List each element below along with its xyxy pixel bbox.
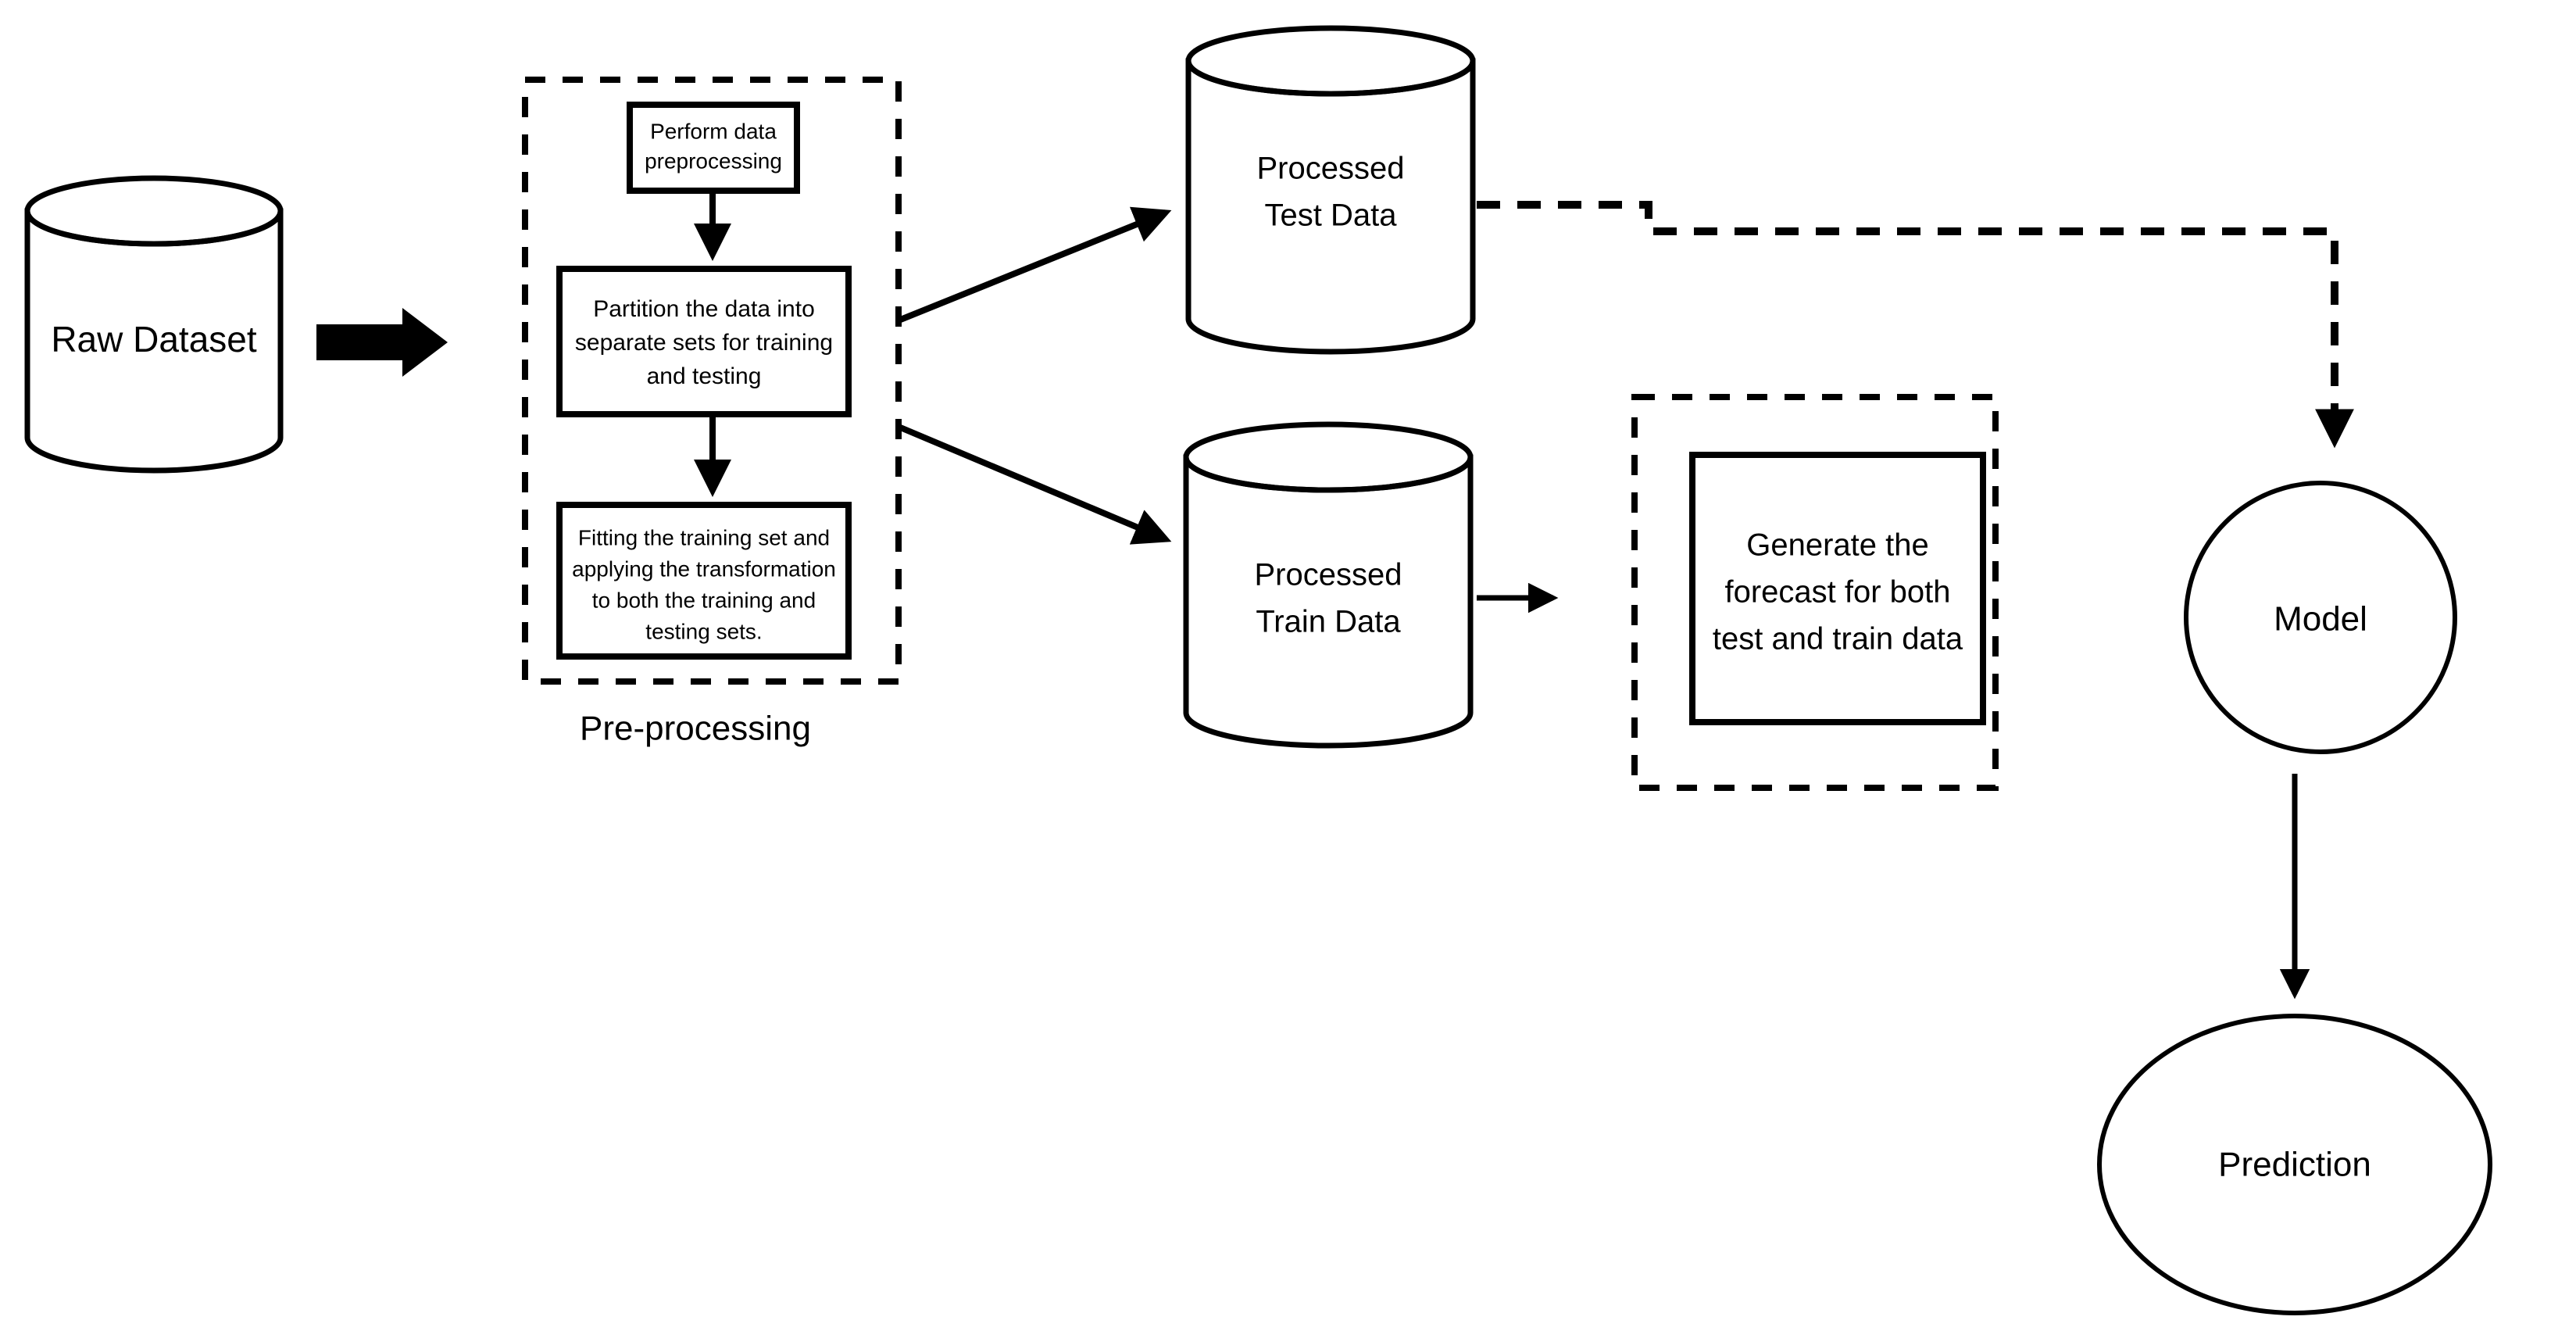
node-model[interactable]: Model [2184,481,2457,754]
preprocessing-group-label: Pre-processing [580,710,811,748]
node-generate-forecast[interactable]: Generate the forecast for both test and … [1689,452,1986,725]
partition-data-line1: Partition the data into [593,296,815,322]
node-fit-transform[interactable]: Fitting the training set and applying th… [556,502,852,660]
train-data-body [1183,454,1474,749]
partition-data-box [556,266,852,417]
prediction-label: Prediction [2218,1146,2371,1184]
test-data-body [1185,58,1476,355]
train-data-inner-arc [1183,454,1474,493]
node-partition-data[interactable]: Partition the data into separate sets fo… [556,266,852,417]
model-label: Model [2274,600,2367,639]
block-arrow-icon [316,308,448,377]
generate-forecast-box [1689,452,1986,725]
raw-dataset-inner-arc [24,208,284,247]
raw-dataset-body [24,208,284,474]
perform-preprocessing-box [627,102,800,194]
fit-transform-line4: testing sets. [645,619,762,643]
node-processed-test-data[interactable]: Processed Test Data [1185,25,1476,355]
fit-transform-line3: to both the training and [592,588,816,612]
perform-preprocessing-line1: Perform data [650,119,777,143]
partition-data-line2: separate sets for training [575,330,833,356]
test-data-line1: Processed [1257,152,1405,186]
model-circle [2184,481,2457,754]
train-data-line2: Train Data [1256,605,1401,639]
test-data-inner-arc [1185,58,1476,97]
generate-forecast-line1: Generate the [1746,528,1929,563]
group-preprocessing[interactable]: Pre-processing [522,77,902,748]
perform-preprocessing-line2: preprocessing [645,148,782,173]
raw-dataset-label: Raw Dataset [51,319,257,360]
prediction-ellipse [2097,1014,2492,1315]
node-processed-train-data[interactable]: Processed Train Data [1183,421,1474,749]
edge-test-data-to-model [1477,201,2354,449]
node-prediction[interactable]: Prediction [2097,1014,2492,1315]
fit-transform-line2: applying the transformation [572,556,836,581]
generate-forecast-line3: test and train data [1713,622,1963,656]
edge-preprocessing-to-train-data [897,424,1172,545]
edge-preprocessing-to-test-data [897,206,1172,324]
partition-data-line3: and testing [647,363,762,389]
train-data-line1: Processed [1255,558,1402,592]
node-raw-dataset[interactable]: Raw Dataset [24,175,284,474]
node-perform-preprocessing[interactable]: Perform data preprocessing [627,102,800,194]
generate-forecast-line2: forecast for both [1724,575,1950,610]
edge-raw-to-preprocessing [316,308,448,377]
test-data-line2: Test Data [1265,199,1398,233]
fit-transform-box [556,502,852,660]
fit-transform-line1: Fitting the training set and [578,525,830,549]
